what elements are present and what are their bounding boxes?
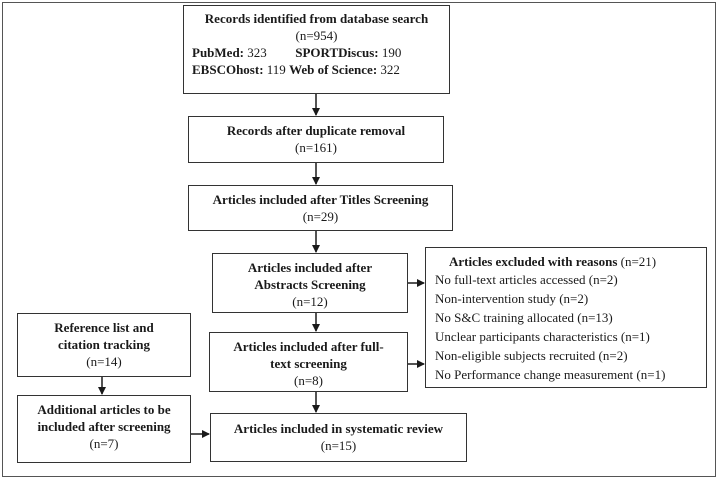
excluded-reason: No Performance change measurement (n=1) (435, 367, 666, 382)
reference-line1: Reference list and (54, 320, 154, 335)
abstracts-line2: Abstracts Screening (254, 277, 366, 292)
additional-line2: included after screening (37, 419, 171, 434)
excluded-reason: Unclear participants characteristics (n=… (435, 329, 650, 344)
excluded-count: (n=21) (620, 254, 657, 269)
reference-line2: citation tracking (57, 337, 151, 352)
abstracts-screening-box: Articles included after Abstracts Screen… (212, 253, 408, 313)
excluded-reason: No S&C training allocated (n=13) (435, 310, 613, 325)
outer-frame (2, 2, 716, 477)
reference-tracking-box: Reference list and citation tracking (n=… (17, 313, 191, 377)
titles-title: Articles included after Titles Screening (212, 192, 429, 207)
fulltext-line1: Articles included after full- (233, 339, 384, 354)
ebscohost-label: EBSCOhost: (192, 62, 264, 77)
records-title: Records identified from database search (204, 11, 429, 26)
excluded-reason: No full-text articles accessed (n=2) (435, 272, 618, 287)
wos-label: Web of Science: (289, 62, 378, 77)
abstracts-line1: Articles included after (247, 260, 373, 275)
titles-screening-box: Articles included after Titles Screening… (188, 185, 453, 231)
reference-count: (n=14) (86, 354, 122, 369)
sportdiscus-value: 190 (381, 45, 402, 60)
final-title: Articles included in systematic review (233, 421, 444, 436)
titles-count: (n=29) (302, 209, 339, 224)
duplicate-removal-box: Records after duplicate removal (n=161) (188, 116, 444, 163)
records-count: (n=954) (295, 28, 338, 43)
excluded-reasons-box: Articles excluded with reasons (n=21) No… (425, 247, 707, 388)
fulltext-line2: text screening (270, 356, 347, 371)
final-included-box: Articles included in systematic review (… (210, 413, 467, 462)
fulltext-count: (n=8) (294, 373, 323, 388)
fulltext-screening-box: Articles included after full- text scree… (209, 332, 408, 392)
ebscohost-value: 119 (266, 62, 286, 77)
additional-count: (n=7) (89, 436, 119, 451)
excluded-reason: Non-intervention study (n=2) (435, 291, 589, 306)
excluded-reason: Non-eligible subjects recruited (n=2) (435, 348, 628, 363)
duplicates-title: Records after duplicate removal (226, 123, 406, 138)
sportdiscus-label: SPORTDiscus: (295, 45, 379, 60)
pubmed-value: 323 (247, 45, 267, 60)
additional-line1: Additional articles to be (37, 402, 171, 417)
wos-value: 322 (380, 62, 400, 77)
pubmed-label: PubMed: (192, 45, 244, 60)
duplicates-count: (n=161) (295, 140, 337, 155)
abstracts-count: (n=12) (292, 294, 328, 309)
additional-articles-box: Additional articles to be included after… (17, 395, 191, 463)
final-count: (n=15) (320, 438, 357, 453)
excluded-title: Articles excluded with reasons (449, 254, 618, 269)
records-identified-box: Records identified from database search … (183, 5, 450, 94)
